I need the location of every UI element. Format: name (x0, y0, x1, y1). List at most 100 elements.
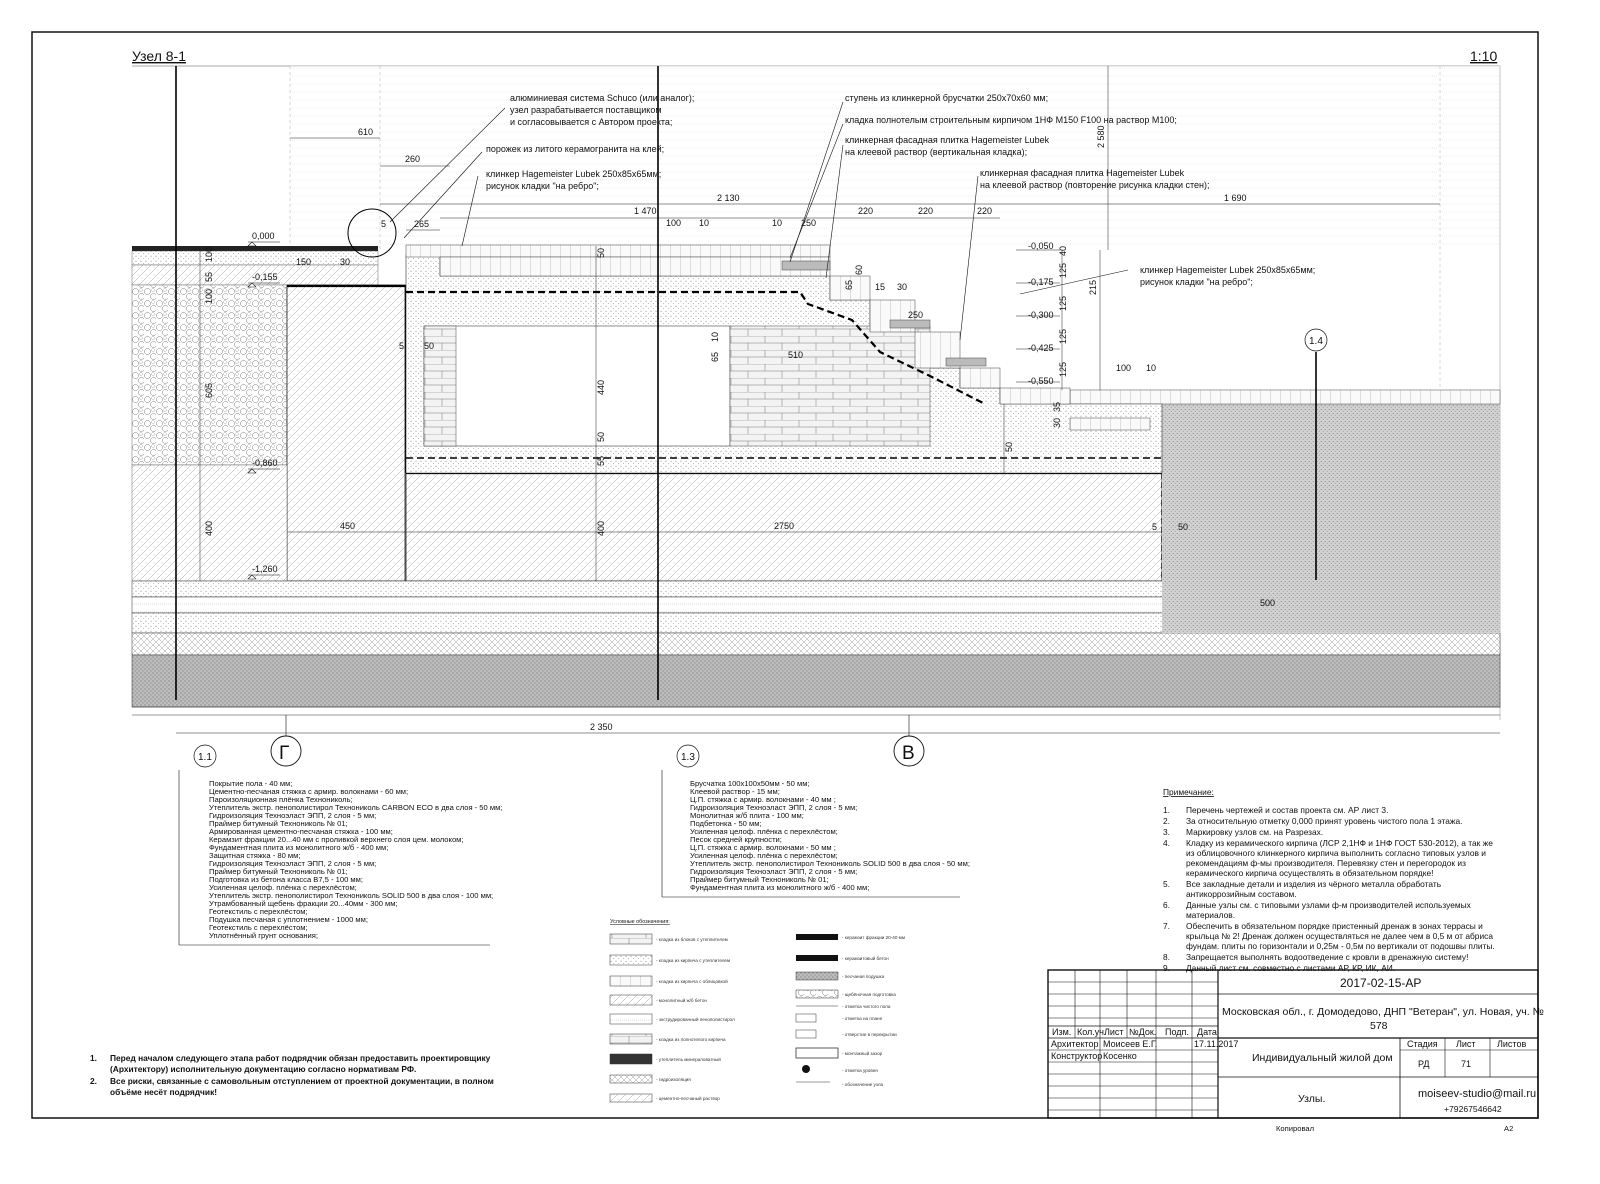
note-7-line-1: Обеспечить в обязательном порядке присте… (1186, 921, 1483, 931)
lvl-m0050: -0,050 (1028, 241, 1054, 251)
note-6-line-1: Данные узлы см. с типовыми узлами ф-м пр… (1186, 900, 1472, 910)
dim-10b: 10 (772, 218, 782, 228)
dim-250b: 250 (908, 310, 923, 320)
callout-6: рисунок кладки "на ребро"; (486, 181, 599, 191)
dim-125c: 125 (1058, 329, 1068, 344)
note-num-2: 2. (1163, 816, 1170, 826)
layers-spec-1-1: Покрытие пола - 40 мм; Цементно-песчаная… (178, 770, 502, 946)
sheets-label: Листов (1497, 1039, 1526, 1049)
sheet-value: 71 (1461, 1059, 1471, 1069)
footer-format: А2 (1504, 1124, 1513, 1133)
role-architect: Архитектор (1051, 1039, 1099, 1049)
note-7-line-3: фундам. плиты по горизонтали и 0,25м - 0… (1186, 941, 1495, 951)
lvl-m1260: -1,260 (252, 564, 278, 574)
dimension-values: 610 260 2 130 1 470 100 10 10 250 220 22… (204, 125, 1275, 732)
layer-1-1-8: Фундаментная плита из монолитного ж/б - … (209, 843, 388, 852)
note-num-5: 5. (1163, 879, 1170, 889)
dim-220b: 220 (918, 206, 933, 216)
axis-1-4: 1.4 (1309, 336, 1323, 347)
axis-1-3: 1.3 (681, 752, 695, 763)
layer-1-1-11: Праймер битумный Технониколь № 01; (209, 867, 348, 876)
layer-1-3-13: Фундаментная плита из монолитного ж/б - … (690, 883, 869, 892)
hdr-list: Лист (1104, 1027, 1124, 1037)
callout-14: рисунок кладки "на ребро"; (1140, 277, 1253, 287)
dim-125a: 125 (1058, 263, 1068, 278)
project-address-2: 578 (1370, 1020, 1388, 1032)
callout-9: клинкерная фасадная плитка Hagemeister L… (845, 135, 1050, 145)
dim-250: 250 (801, 218, 816, 228)
note-5-line-1: Все закладные детали и изделия из чёрног… (1186, 879, 1442, 889)
terrace-body (405, 254, 1163, 474)
callout-7: ступень из клинкерной брусчатки 250х70х6… (845, 93, 1048, 103)
dim-150: 150 (296, 257, 311, 267)
footer-copied: Копировал (1276, 1124, 1314, 1133)
axis-V: В (902, 743, 915, 764)
title-block-text: 2017-02-15-АР Московская обл., г. Домоде… (1051, 976, 1544, 1114)
name-engineer: Косенко (1103, 1051, 1137, 1061)
layer-1-3-10: Утеплитель экстр. пенополистирол Технони… (690, 859, 970, 868)
layer-1-3-11: Гидроизоляция Техноэласт ЭПП, 2 слоя - 5… (690, 867, 857, 876)
dim-605: 605 (204, 383, 214, 398)
dim-215: 215 (1088, 280, 1098, 295)
contractor-notes: 1. Перед началом следующего этапа работ … (90, 1053, 494, 1097)
drawing-scale: 1:10 (1470, 48, 1497, 64)
dim-450: 450 (340, 521, 355, 531)
legend-right-7: - монтажный зазор (842, 1050, 883, 1056)
note-num-1: 1. (1163, 805, 1170, 815)
layer-1-3-9: Усиленная целоф. плёнка с перехлёстом; (690, 851, 838, 860)
layer-1-1-17: Подушка песчаная с уплотнением - 1000 мм… (209, 915, 368, 924)
dim-2130: 2 130 (717, 193, 740, 203)
project-address-1: Московская обл., г. Домодедово, ДНП "Вет… (1222, 1006, 1544, 1018)
legend-right-4: - отметка чистого пола (842, 1004, 891, 1009)
callout-4: порожек из литого керамогранита на клей; (486, 144, 664, 154)
note-9-line-1: Данный лист см. совместно с листами АР, … (1186, 963, 1395, 973)
layers-spec-1-3: Брусчатка 100х100х50мм - 50 мм; Клеевой … (661, 770, 970, 898)
legend-right-1: - керамзитовый бетон (842, 955, 889, 961)
dim-220c: 220 (977, 206, 992, 216)
dim-30f: 30 (340, 257, 350, 267)
note-2-line-1: За относительную отметку 0,000 принят ур… (1186, 816, 1463, 826)
hdr-data: Дата (1197, 1027, 1217, 1037)
layer-1-1-9: Защитная стяжка - 80 мм; (209, 851, 300, 860)
bnote-2-line-1: Все риски, связанные с самовольным отсту… (110, 1076, 494, 1086)
legend-left-7: - гидроизоляция (656, 1077, 691, 1082)
bnote-1-line-1: Перед началом следующего этапа работ под… (110, 1053, 491, 1063)
foundation-plate (131, 471, 1501, 708)
callout-2: узел разрабатывается поставщиком (510, 105, 662, 115)
layer-1-3-5: Подбетонка - 50 мм; (690, 819, 762, 828)
dim-10a: 10 (699, 218, 709, 228)
hdr-podp: Подп. (1165, 1027, 1189, 1037)
dim-2580: 2 580 (1096, 125, 1106, 148)
axis-markers: 1.1 Г 1.3 В 1.4 (193, 328, 1328, 768)
dim-100: 100 (666, 218, 681, 228)
object-name: Индивидуальный жилой дом (1252, 1052, 1393, 1064)
name-architect: Моисеев Е.Г. (1103, 1039, 1157, 1049)
note-6-line-2: материалов. (1186, 910, 1235, 920)
hdr-izm: Изм. (1052, 1027, 1071, 1037)
layer-1-3-12: Праймер битумный Технониколь № 01; (690, 875, 829, 884)
dim-220a: 220 (858, 206, 873, 216)
hdr-ndok: №Док. (1129, 1027, 1156, 1037)
dim-65: 65 (844, 280, 854, 290)
note-4-line-2: из облицовочного клинкерного кирпича вып… (1186, 848, 1486, 858)
legend-left-2: - кладка из кирпича с облицовкой (656, 978, 728, 984)
layer-1-3-0: Брусчатка 100х100х50мм - 50 мм; (690, 779, 810, 788)
dim-10r: 10 (1146, 363, 1156, 373)
legend: Условные обозначения: - кладка из блоков… (609, 919, 905, 1103)
axis-G: Г (279, 743, 289, 764)
layer-1-3-7: Песок средней крупности; (690, 835, 782, 844)
sheet-title: Узлы. (1298, 1093, 1325, 1105)
callout-3: и согласовывается с Автором проекта; (510, 117, 672, 127)
layer-1-1-4: Гидроизоляция Техноэласт ЭПП, 2 слоя - 5… (209, 811, 376, 820)
dim-5c: 5 (1152, 522, 1157, 532)
callout-leaders (389, 101, 1129, 341)
dim-100f: 100 (204, 247, 214, 262)
hdr-koluch: Кол.уч. (1077, 1027, 1107, 1037)
note-num-7: 7. (1163, 921, 1170, 931)
level-markers (247, 241, 280, 580)
layer-1-1-18: Геотекстиль с перехлёстом; (209, 923, 308, 932)
dim-35: 35 (1052, 402, 1062, 412)
lvl-m0860: -0,860 (252, 458, 278, 468)
dim-2350: 2 350 (590, 722, 613, 732)
dim-50a: 50 (424, 341, 434, 351)
